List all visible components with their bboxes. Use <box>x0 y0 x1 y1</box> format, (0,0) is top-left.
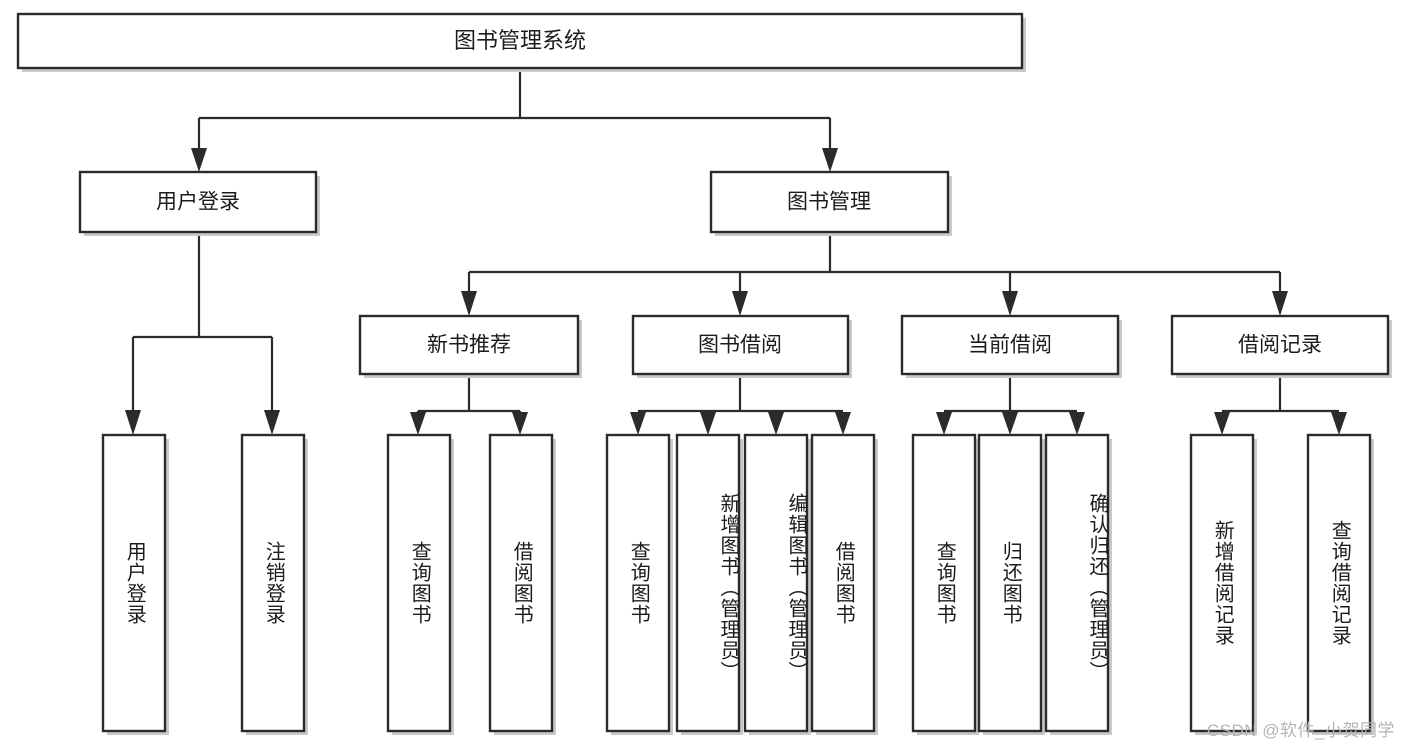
leaf-nbr1-rect[interactable] <box>386 433 452 733</box>
leaf-node-user-login-login[interactable] <box>101 433 169 735</box>
leaf-user-logout-rect[interactable] <box>240 433 306 733</box>
leaf-node-bb-edit-book[interactable] <box>743 433 811 735</box>
arrowhead-bb-leaf3 <box>768 412 784 435</box>
node-user-login-label: 用户登录 <box>156 191 240 214</box>
leaf-node-bb-query-book[interactable] <box>605 433 673 735</box>
leaf-node-cb-return-book[interactable] <box>977 433 1045 735</box>
leaf-bb2-rect[interactable] <box>675 433 741 733</box>
arrowhead-cb-leaf1 <box>936 412 952 435</box>
leaf-br2-rect[interactable] <box>1306 433 1372 733</box>
arrowhead-new-book-recommend <box>461 291 477 316</box>
node-user-login-rect[interactable] <box>78 170 318 234</box>
leaf-node-cb-query-book[interactable] <box>911 433 979 735</box>
node-borrow-record[interactable]: 借阅记录 <box>1170 314 1392 378</box>
leaf-node-br-add-record[interactable] <box>1189 433 1257 735</box>
arrowhead-leaf-logout <box>264 410 280 435</box>
leaf-node-user-logout[interactable] <box>240 433 308 735</box>
connector-group-new-book-recommend <box>410 375 528 435</box>
leaf-br1-rect[interactable] <box>1189 433 1255 733</box>
node-root[interactable]: 图书管理系统 <box>16 12 1026 72</box>
node-bb-label: 图书借阅 <box>698 334 782 357</box>
csdn-watermark: CSDN @软件_小贺同学 <box>1206 721 1395 740</box>
connector-group-root <box>191 68 838 172</box>
node-user-login[interactable]: 用户登录 <box>78 170 320 236</box>
connector-group-user-login <box>125 232 280 435</box>
leaf-bb3-rect[interactable] <box>743 433 809 733</box>
arrowhead-bb-leaf2 <box>700 412 716 435</box>
leaf-user-login-rect[interactable] <box>101 433 167 733</box>
arrowhead-book-borrow <box>732 291 748 316</box>
leaf-node-br-query-record[interactable] <box>1306 433 1374 735</box>
arrowhead-leaf-user-login <box>125 410 141 435</box>
leaf-node-nbr-query-book[interactable] <box>386 433 454 735</box>
arrowhead-nbr-leaf1 <box>410 412 426 435</box>
node-cb-rect[interactable] <box>900 314 1120 376</box>
leaf-cb1-rect[interactable] <box>911 433 977 733</box>
arrowhead-cb-leaf3 <box>1069 412 1085 435</box>
node-bb-rect[interactable] <box>631 314 850 376</box>
node-root-rect[interactable] <box>16 12 1024 70</box>
node-nbr-rect[interactable] <box>358 314 580 376</box>
leaf-node-cb-confirm-return[interactable] <box>1044 433 1112 735</box>
leaf-nbr2-rect[interactable] <box>488 433 554 733</box>
arrowhead-book-manage <box>822 148 838 172</box>
arrowhead-bb-leaf4 <box>835 412 851 435</box>
arrowhead-cb-leaf2 <box>1002 412 1018 435</box>
arrowhead-user-login <box>191 148 207 172</box>
node-new-book-recommend[interactable]: 新书推荐 <box>358 314 582 378</box>
arrowhead-current-borrow <box>1002 291 1018 316</box>
arrowhead-bb-leaf1 <box>630 412 646 435</box>
connector-group-book-borrow <box>630 375 851 435</box>
leaf-cb2-rect[interactable] <box>977 433 1043 733</box>
connector-group-borrow-record <box>1214 375 1347 435</box>
arrowhead-br-leaf1 <box>1214 412 1230 435</box>
leaf-cb3-rect[interactable] <box>1044 433 1110 733</box>
node-book-borrow[interactable]: 图书借阅 <box>631 314 852 378</box>
arrowhead-borrow-record <box>1272 291 1288 316</box>
node-nbr-label: 新书推荐 <box>427 334 511 357</box>
connector-group-current-borrow <box>936 375 1085 435</box>
node-br-rect[interactable] <box>1170 314 1390 376</box>
node-book-manage-label: 图书管理 <box>787 191 871 214</box>
node-book-manage[interactable]: 图书管理 <box>709 170 952 236</box>
arrowhead-br-leaf2 <box>1331 412 1347 435</box>
arrowhead-nbr-leaf2 <box>512 412 528 435</box>
node-book-manage-rect[interactable] <box>709 170 950 234</box>
leaf-node-bb-add-book[interactable] <box>675 433 743 735</box>
leaf-bb4-rect[interactable] <box>810 433 876 733</box>
leaf-node-nbr-borrow-book[interactable] <box>488 433 556 735</box>
node-current-borrow[interactable]: 当前借阅 <box>900 314 1122 378</box>
node-br-label: 借阅记录 <box>1238 334 1322 357</box>
leaf-node-bb-borrow-book[interactable] <box>810 433 878 735</box>
connector-group-book-manage <box>461 232 1288 316</box>
node-root-label: 图书管理系统 <box>454 28 586 53</box>
node-cb-label: 当前借阅 <box>968 334 1052 357</box>
leaf-bb1-rect[interactable] <box>605 433 671 733</box>
